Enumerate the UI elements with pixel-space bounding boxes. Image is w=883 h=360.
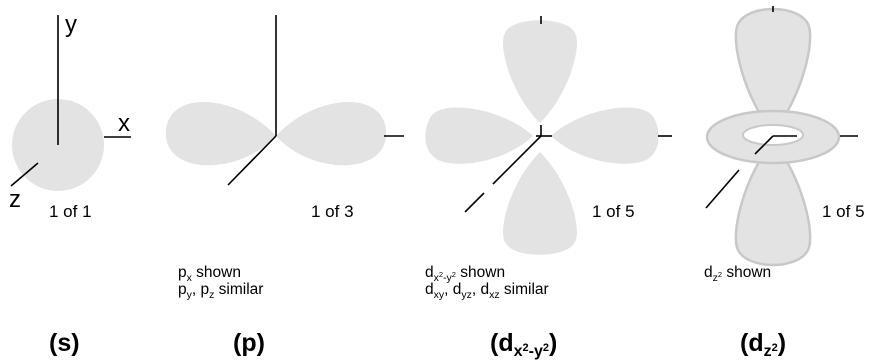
p-caption: (p): [233, 329, 265, 357]
dz2-shown-note: dz2 shown: [704, 264, 771, 284]
p-lobe-negative: [165, 102, 276, 166]
p-z-axis: [227, 135, 277, 186]
dx2y2-lobe-bottom: [503, 152, 577, 255]
y-axis-label: y: [65, 11, 77, 38]
dz2-torus-hole: [742, 124, 804, 146]
p-similar-note: py, pz similar: [178, 281, 263, 301]
dx2y2-lobe-left: [425, 107, 533, 164]
dx2y2-orbital-panel: 1 of 5 dx2-y2 shown dxy, dyz, dxz simila…: [425, 16, 672, 360]
s-z-axis: [10, 162, 39, 187]
dx2y2-lobe-right: [551, 107, 659, 164]
dx2y2-lobe-top: [503, 20, 577, 123]
s-orbital-panel: y x z 1 of 1 (s): [9, 11, 131, 357]
dx2y2-shown-note: dx2-y2 shown: [425, 264, 505, 284]
s-count: 1 of 1: [49, 202, 92, 221]
p-count: 1 of 3: [311, 202, 354, 221]
dz2-z-axis-tip: [705, 169, 740, 209]
x-axis-label: x: [118, 110, 130, 137]
p-orbital-panel: 1 of 3 px shown py, pz similar (p): [165, 15, 404, 357]
dx2y2-z-axis-tip: [464, 192, 485, 213]
p-shown-note: px shown: [178, 264, 241, 284]
dz2-orbital-panel: 1 of 5 dz2 shown (dz2): [704, 6, 865, 360]
s-caption: (s): [49, 329, 80, 357]
z-axis-label: z: [9, 186, 21, 213]
dx2y2-caption: (dx2-y2): [490, 329, 557, 360]
p-lobe-positive: [276, 102, 387, 166]
dz2-count: 1 of 5: [822, 202, 865, 221]
dz2-z-axis: [754, 135, 774, 155]
dx2y2-z-axis: [492, 135, 542, 185]
dx2y2-count: 1 of 5: [592, 202, 635, 221]
dx2y2-similar-note: dxy, dyz, dxz similar: [425, 281, 549, 301]
dz2-caption: (dz2): [740, 329, 786, 360]
dz2-lobe-bottom: [734, 140, 812, 267]
